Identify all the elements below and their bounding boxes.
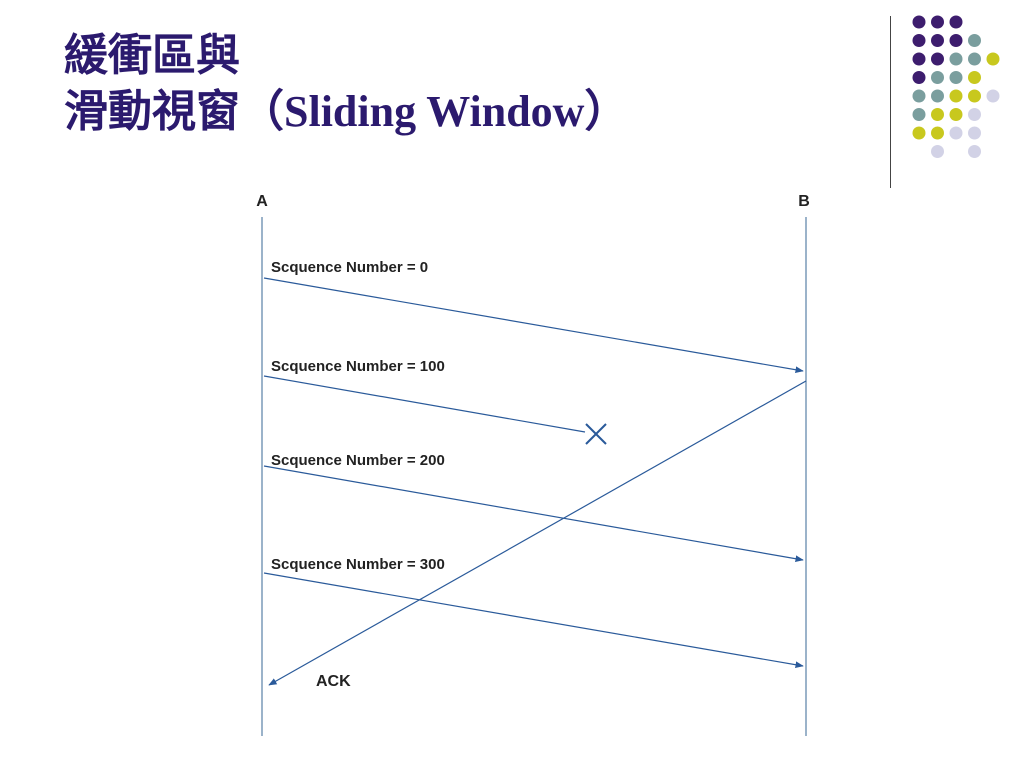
ack-label: ACK <box>316 673 351 690</box>
packet-lost-x-icon <box>585 423 607 445</box>
segment-label-seq-100: Scquence Number = 100 <box>271 358 445 375</box>
segment-arrow-seq-200 <box>263 465 804 563</box>
slide-title-line-1: 緩衝區與 <box>64 31 240 80</box>
title-divider <box>890 16 891 188</box>
segment-arrow-seq-0 <box>263 277 804 374</box>
segment-label-seq-200: Scquence Number = 200 <box>271 452 445 469</box>
host-a-label: A <box>256 193 268 210</box>
host-b-label: B <box>798 193 810 210</box>
slide-title-line-2: 滑動視窗（Sliding Window） <box>64 87 629 136</box>
slide-title: 緩衝區與 滑動視窗（Sliding Window） <box>64 28 628 140</box>
segment-arrow-seq-100-lost <box>263 375 586 433</box>
ack-arrow <box>268 380 807 686</box>
segment-arrow-seq-300 <box>263 572 804 669</box>
segment-label-seq-0: Scquence Number = 0 <box>271 259 428 276</box>
segment-label-seq-300: Scquence Number = 300 <box>271 556 445 573</box>
